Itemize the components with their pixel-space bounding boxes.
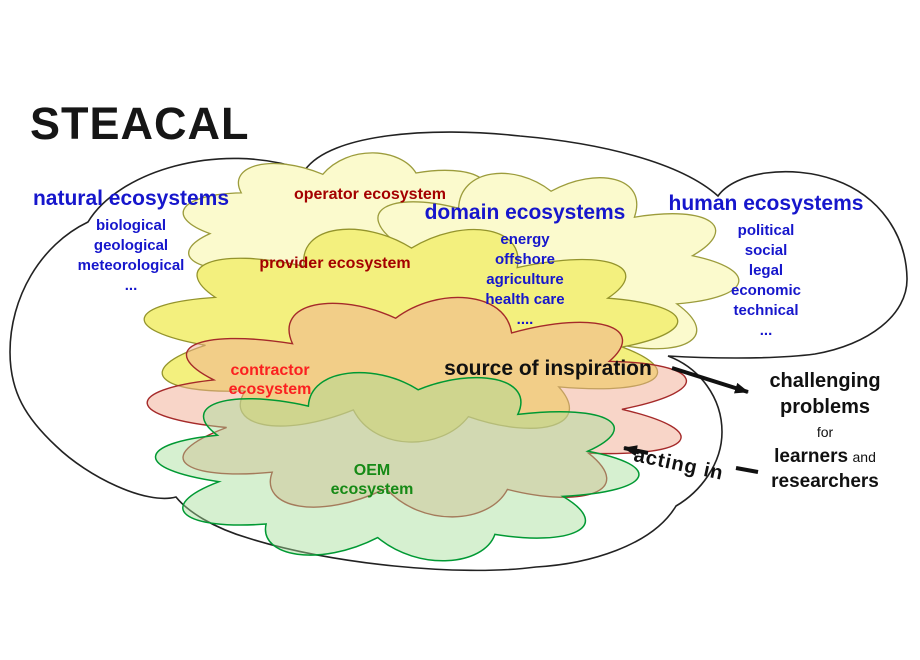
arrow-source-to-problems [671,366,749,394]
ecosystem-type-item: meteorological [77,257,185,274]
contractor-label-line2: ecosystem [228,381,312,398]
ecosystem-type-item: economic [730,282,802,299]
arrow-acting-in-tail [735,466,759,474]
domain-ecosystems-heading: domain ecosystems [424,201,626,224]
for-word: for [816,424,834,440]
domain-ecosystems-group: domain ecosystems energy offshore agricu… [410,200,640,330]
ecosystem-type-item: geological [93,237,169,254]
operator-ecosystem-label: operator ecosystem [293,186,447,203]
and-word: and [852,449,876,465]
ecosystem-type-item: legal [748,262,784,279]
ecosystem-type-item: biological [95,217,166,234]
ecosystem-type-item: health care [485,291,565,308]
natural-ecosystems-heading: natural ecosystems [32,187,230,210]
ecosystem-type-item: energy [500,231,550,248]
researchers-word: researchers [771,471,879,492]
ecosystem-type-item: political [737,222,795,239]
contractor-ecosystem-label: contractor ecosystem [205,361,335,399]
contractor-cloud-shape [146,296,688,518]
learners-line: learners and [748,444,902,469]
ecosystem-type-item: offshore [495,251,555,268]
oem-cloud-shape [154,371,640,562]
ecosystem-type-item: technical [733,302,799,319]
arrow-acting-in-head [623,445,649,457]
oem-ecosystem-label: OEM ecosystem [307,461,437,499]
ecosystem-type-item: ... [759,322,773,339]
source-of-inspiration-label: source of inspiration [444,357,652,380]
oem-label-line1: OEM [353,462,391,479]
human-ecosystems-group: human ecosystems political social legal … [655,191,877,341]
diagram-title: STEACAL [30,98,250,149]
contractor-label-line1: contractor [230,362,310,379]
ecosystem-type-item: social [744,242,788,259]
oem-label-line2: ecosystem [330,481,414,498]
challenging-problems-block: challenging problems for learners and re… [748,368,902,494]
provider-ecosystem-label: provider ecosystem [259,255,411,272]
ecosystem-type-item: ... [124,277,138,294]
ecosystem-type-item: .... [516,311,534,328]
human-ecosystems-heading: human ecosystems [668,192,864,215]
learners-word: learners [774,446,849,467]
challenging-line2: problems [779,396,871,418]
ecosystem-type-item: agriculture [486,271,564,288]
natural-ecosystems-group: natural ecosystems biological geological… [20,186,242,296]
challenging-line1: challenging [769,370,881,392]
